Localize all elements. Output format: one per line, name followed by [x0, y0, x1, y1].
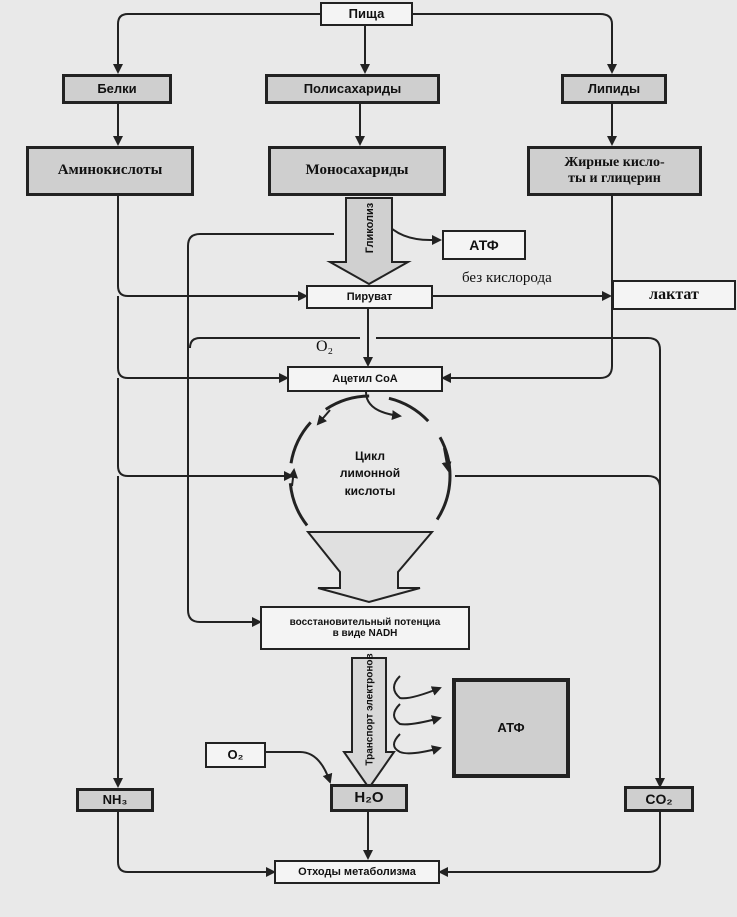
pyruvate-loop-line [189, 337, 360, 349]
glycolysis-arrow [326, 197, 412, 286]
cycle-to-co2-line [455, 475, 661, 489]
glycolysis-to-nadh-arrow [187, 233, 334, 627]
aminoacids-to-cycle-arrow [117, 378, 294, 481]
no-oxygen-label: без кислорода [462, 270, 552, 286]
fattyacids-to-acetylcoa-arrow [441, 196, 613, 383]
cycle-to-nadh-funnel-arrow [305, 531, 435, 604]
cycle-arrow-right [441, 447, 452, 472]
glycolysis-atp-curl [384, 221, 442, 245]
nh3-box: NH₃ [76, 788, 154, 812]
etc-atp-curl-3 [393, 733, 442, 755]
food-box: Пища [320, 2, 413, 26]
amino-acids-box: Аминокислоты [26, 146, 194, 196]
co2-to-waste-arrow [438, 812, 661, 877]
cycle-arrow-left [288, 468, 298, 487]
etc-atp-curl-1 [393, 675, 442, 700]
food-to-lipids-arrow [413, 13, 617, 74]
o2-box: O₂ [205, 742, 266, 768]
cycle-arrow-top [316, 409, 331, 426]
proteins-box: Белки [62, 74, 172, 104]
glycolysis-label: Гликолиз [364, 202, 376, 254]
water-box: H₂O [330, 784, 408, 812]
lipids-box: Липиды [561, 74, 667, 104]
o2-to-water-arrow [266, 751, 333, 784]
electron-transport-arrow [342, 657, 396, 790]
acetylcoa-to-cycle-arrow [365, 391, 402, 421]
co2-collect-line [376, 337, 665, 788]
polysaccharides-box: Полисахариды [265, 74, 440, 104]
co2-box: CO₂ [624, 786, 694, 812]
atp-large-box: АТФ [452, 678, 570, 778]
nh3-to-waste-arrow [117, 812, 276, 877]
pyruvate-box: Пируват [306, 285, 433, 309]
food-to-proteins-arrow [113, 13, 320, 74]
citric-acid-cycle-label: Цикл лимонной кислоты [339, 449, 401, 498]
atp-small-box: АТФ [442, 230, 526, 260]
monosaccharides-box: Моносахариды [268, 146, 446, 196]
aminoacids-to-acetylcoa-arrow [117, 296, 289, 383]
acetyl-coa-box: Ацетил CоA [287, 366, 443, 392]
citric-acid-cycle-circle [288, 394, 452, 558]
waste-box: Отходы метаболизма [274, 860, 440, 884]
fatty-acids-box: Жирные кисло- ты и глицерин [527, 146, 702, 196]
aminoacids-to-pyruvate-arrow [117, 196, 308, 301]
etc-atp-curl-2 [393, 703, 442, 726]
lactate-box: лактат [612, 280, 736, 310]
oxygen-label: O₂ [316, 338, 334, 355]
nadh-box: восстановительный потенциа в виде NADH [260, 606, 470, 650]
electron-transport-label: Транспорт электронов [364, 653, 376, 766]
